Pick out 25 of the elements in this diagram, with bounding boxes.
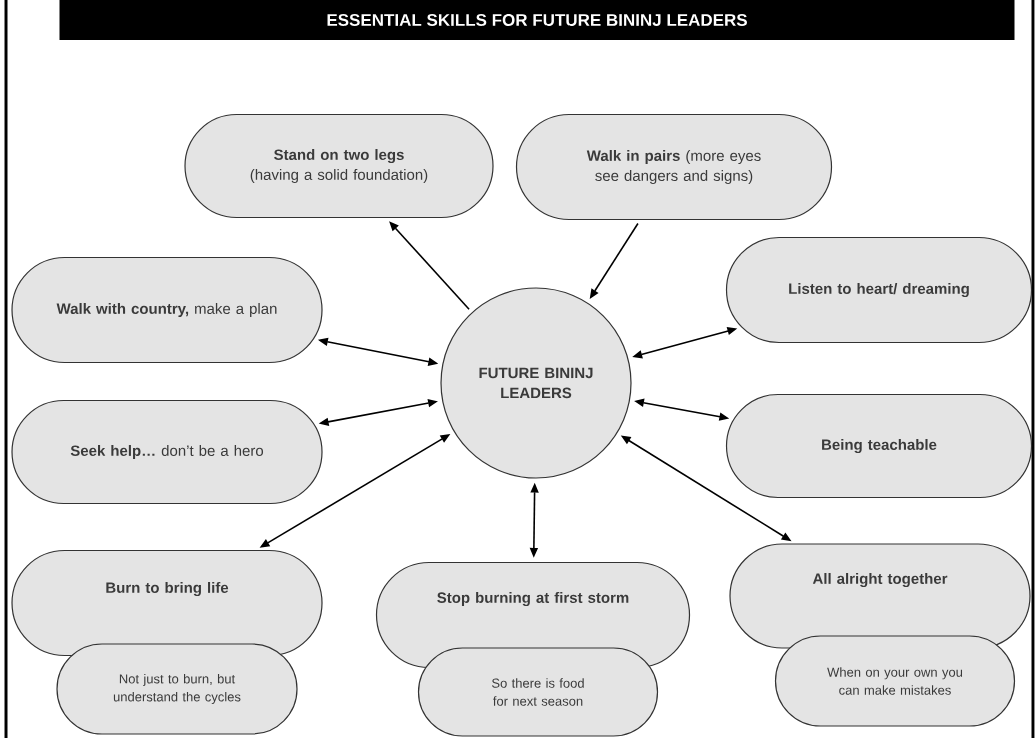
box-text: Seek help… don’t be a hero bbox=[70, 445, 264, 459]
box-text: FUTURE BININJ LEADERS bbox=[479, 367, 593, 399]
box-text: Walk in pairs (more eyes see dangers and signs) bbox=[586, 150, 761, 184]
box-text: Being teachable bbox=[822, 438, 937, 453]
note-box bbox=[417, 647, 659, 737]
center-circle bbox=[440, 287, 632, 479]
note-box bbox=[774, 635, 1016, 727]
skill-box bbox=[184, 113, 494, 219]
skill-box bbox=[725, 236, 1033, 344]
box-text: Stand on two legs (having a solid foundation) bbox=[250, 149, 428, 183]
box-text: When on your own you can make mistakes bbox=[827, 667, 963, 695]
box-text: So there is food for next season bbox=[492, 678, 584, 706]
box-text: Not just to burn, but understand the cycles bbox=[113, 673, 241, 705]
arrow bbox=[389, 221, 470, 311]
box-text: Walk with country, make a plan bbox=[56, 303, 277, 317]
skill-box bbox=[725, 393, 1033, 499]
box-text: All alright together bbox=[812, 572, 948, 587]
title-bar: ESSENTIAL SKILLS FOR FUTURE BININJ LEADERS bbox=[59, 0, 1015, 40]
skill-box bbox=[515, 113, 833, 221]
box-text: Burn to bring life bbox=[106, 581, 229, 596]
skill-box bbox=[11, 256, 323, 364]
box-text: Stop burning at first storm bbox=[437, 591, 629, 606]
box-text: Listen to heart/ dreaming bbox=[789, 282, 969, 297]
skill-box bbox=[11, 399, 323, 505]
note-box bbox=[56, 643, 298, 735]
